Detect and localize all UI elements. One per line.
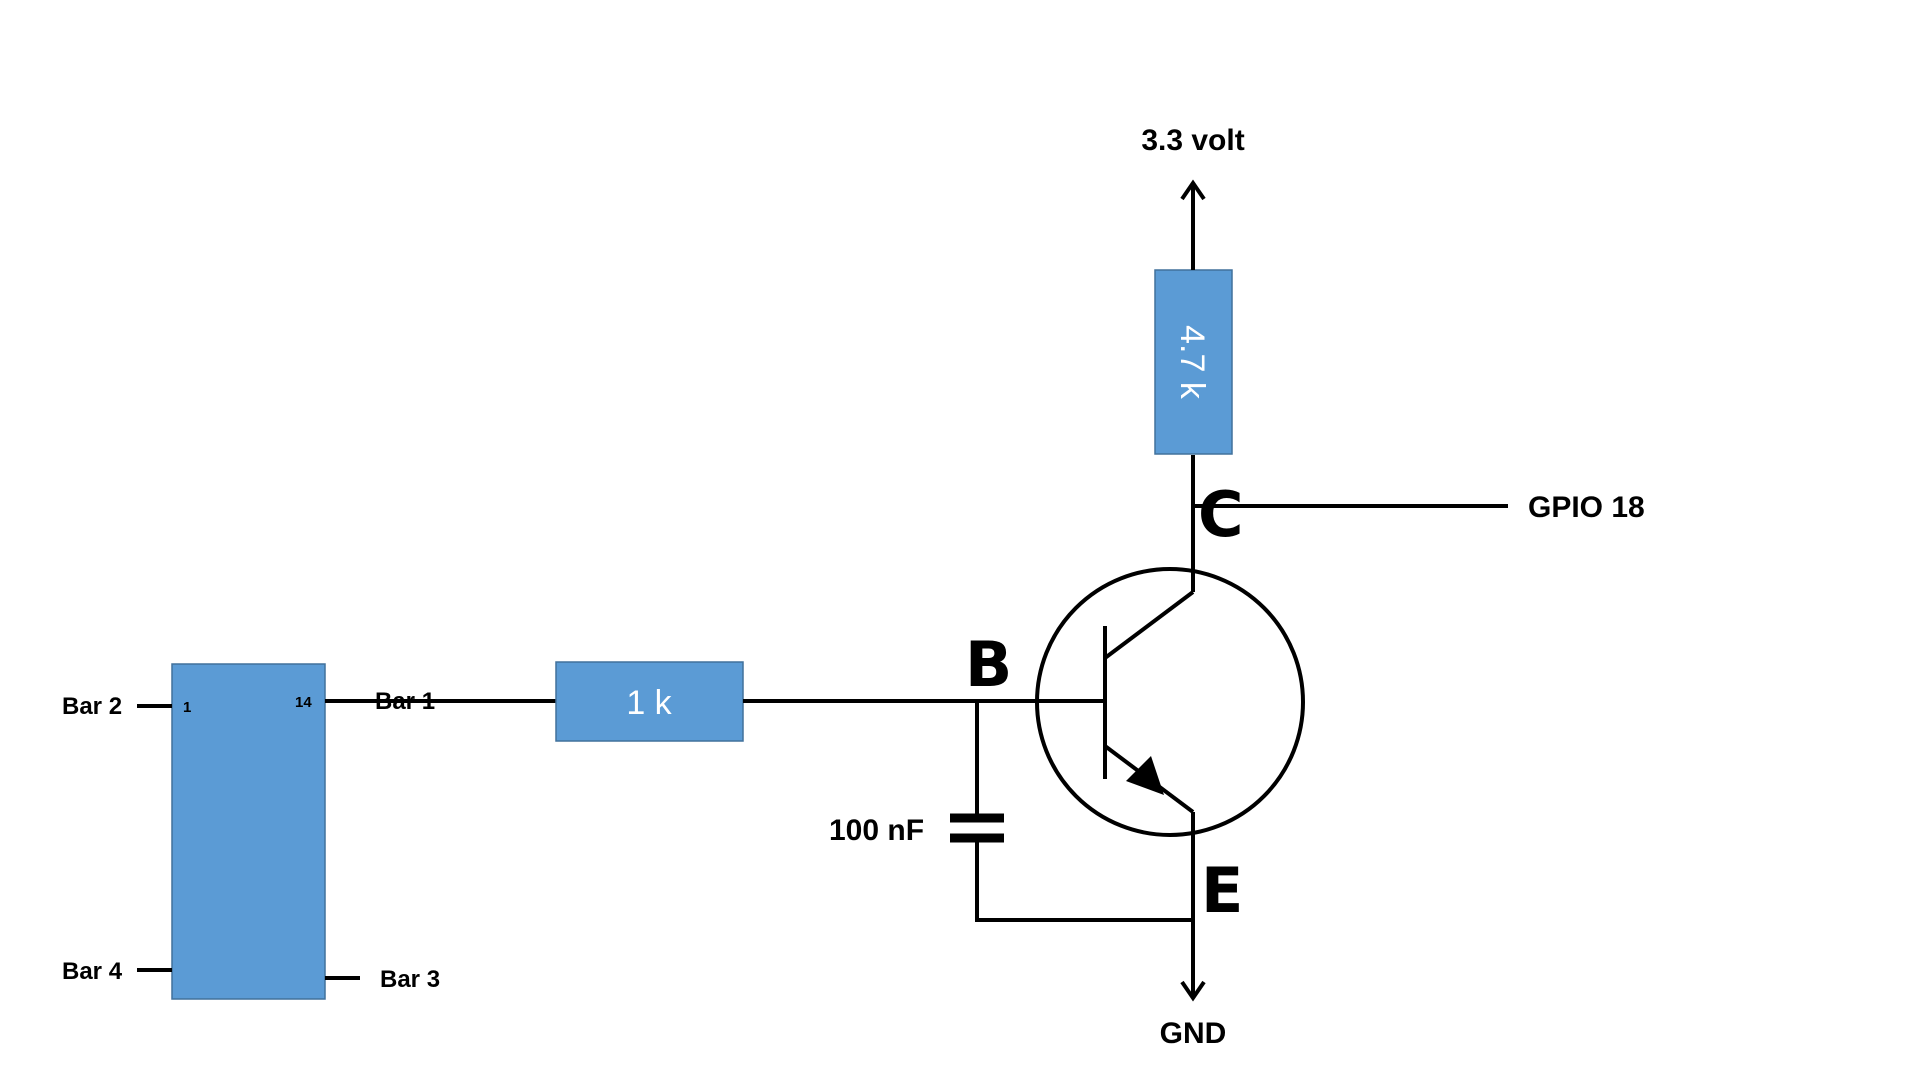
emitter-terminal-label: E xyxy=(1201,854,1243,927)
supply-arrow-icon xyxy=(1180,179,1206,201)
resistor-1k: 1 k xyxy=(555,661,744,742)
bar-4-label: Bar 4 xyxy=(62,958,123,985)
npn-transistor-icon: B C E xyxy=(965,478,1305,927)
base-terminal-label: B xyxy=(965,628,1012,701)
capacitor-100nf: 100 nF xyxy=(829,701,1193,922)
ic-body xyxy=(171,663,326,1000)
resistor-4k7-value: 4.7 k xyxy=(1173,325,1211,400)
transistor-collector-leg xyxy=(1103,590,1195,660)
ic-pin-number-1: 1 xyxy=(183,699,191,716)
ground-label: GND xyxy=(1160,1017,1227,1050)
transistor-envelope xyxy=(1035,567,1305,837)
collector-terminal-label: C xyxy=(1198,478,1244,551)
resistor-4k7-body xyxy=(1154,269,1233,455)
capacitor-value: 100 nF xyxy=(829,814,924,847)
ic-pin-number-14: 14 xyxy=(295,694,312,711)
resistor-1k-value: 1 k xyxy=(626,684,672,722)
ground-arrow-icon xyxy=(1180,980,1206,1002)
supply-label: 3.3 volt xyxy=(1141,124,1244,157)
emitter-arrow-icon xyxy=(1126,756,1164,795)
ic-chip: 1 14 Bar 2 Bar 4 Bar 1 Bar 3 xyxy=(62,663,440,1000)
capacitor-lead-bottom xyxy=(975,840,1193,922)
resistor-4k7: 4.7 k xyxy=(1154,269,1233,455)
gpio-label: GPIO 18 xyxy=(1528,491,1645,524)
resistor-1k-body xyxy=(555,661,744,742)
bar-2-label: Bar 2 xyxy=(62,693,122,720)
bar-3-label: Bar 3 xyxy=(380,966,440,993)
